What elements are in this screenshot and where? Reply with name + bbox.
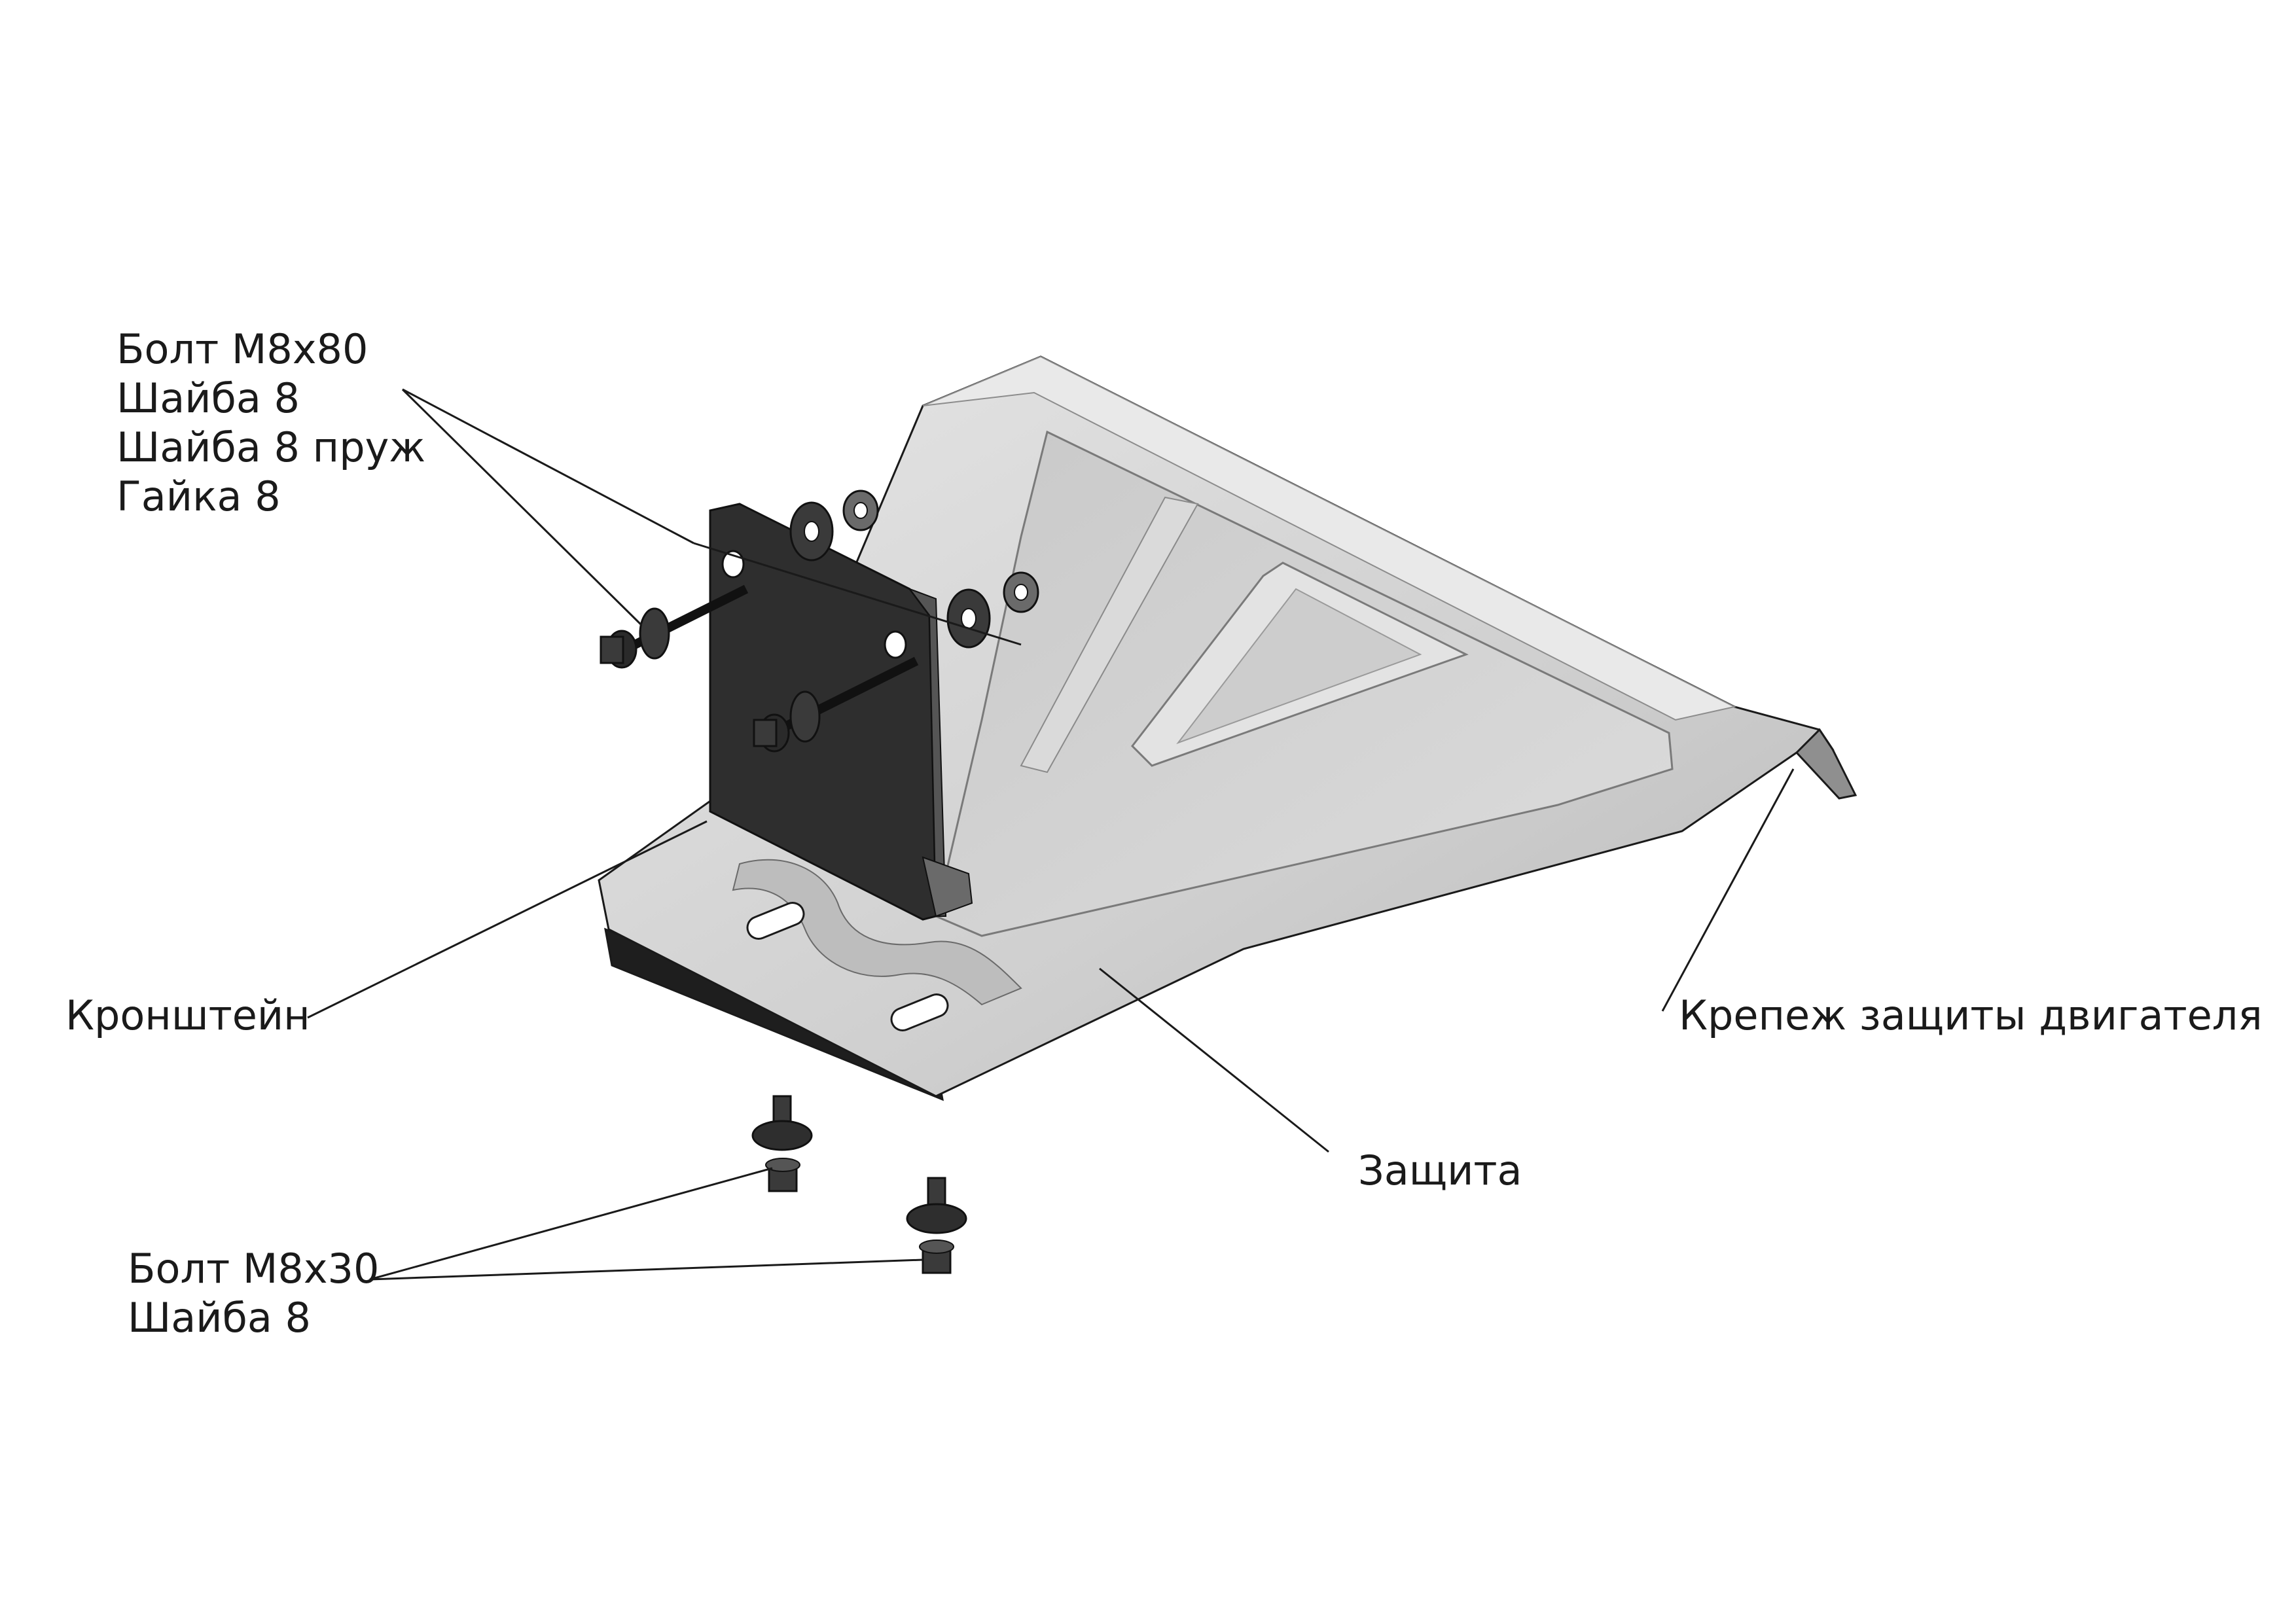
leader-bracket — [307, 820, 708, 1019]
label-bolt-m8x30-group: Болт М8х30 Шайба 8 — [128, 1245, 379, 1342]
leader-guard — [1099, 967, 1329, 1153]
leader-bolt-m8x30-a — [369, 1167, 773, 1281]
label-nut-8: Гайка 8 — [117, 473, 281, 520]
label-bolt-m8x80: Болт М8х80 — [117, 325, 368, 373]
bolt-m8x30-right — [906, 1177, 967, 1274]
label-engine-guard-mount: Крепеж защиты двигателя — [1679, 991, 2263, 1039]
label-bracket: Кронштейн — [65, 991, 310, 1039]
label-washer-8-lower: Шайба 8 — [128, 1294, 311, 1342]
bolt-m8x80-lower — [753, 656, 919, 753]
bolt-m8x80-upper — [600, 584, 749, 669]
label-bolt-m8x80-group: Болт М8х80 Шайба 8 Шайба 8 пруж Гайка 8 — [117, 325, 425, 520]
leader-bolt-m8x30-b — [369, 1258, 924, 1281]
leader-engine-guard-mount — [1661, 768, 1795, 1012]
washer-nut-lower — [946, 571, 1039, 649]
leader-bolt-m8x80-a — [401, 388, 643, 626]
label-spring-washer-8: Шайба 8 пруж — [117, 423, 425, 471]
label-washer-8: Шайба 8 — [117, 374, 300, 422]
leader-bolt-m8x80-c — [693, 542, 1022, 646]
washer-nut-upper — [789, 490, 879, 562]
label-guard: Защита — [1358, 1147, 1522, 1194]
leader-lines — [307, 388, 1795, 1281]
bolt-m8x30-left — [751, 1095, 813, 1192]
leader-bolt-m8x80-b — [402, 388, 694, 544]
guard-plate — [598, 355, 1857, 1101]
label-bolt-m8x30: Болт М8х30 — [128, 1245, 379, 1293]
